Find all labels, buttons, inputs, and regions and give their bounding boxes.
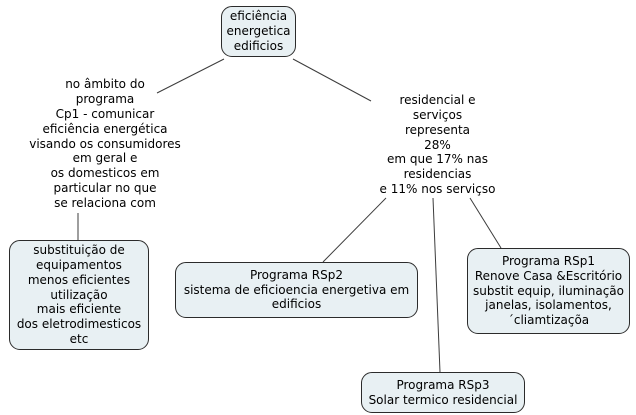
node-substituicao-de-equipamentos[interactable]: substituição de equipamentos menos efici… [9,240,149,350]
node-programa-rsp2[interactable]: Programa RSp2 sistema de eficioencia ene… [175,262,418,318]
linking-phrase-residencial-e-servicos[interactable]: residencial e serviços representa 28% em… [379,93,496,196]
connector-right-link-to-rsp3 [432,197,441,373]
connector-right-link-to-rsp2 [322,197,387,263]
connector-right-link-to-rsp1 [469,197,502,249]
linking-phrase-no-ambito-do-programa[interactable]: no âmbito do programa Cp1 - comunicar ef… [29,77,181,210]
node-programa-rsp3[interactable]: Programa RSp3 Solar termico residencial [361,372,525,413]
node-programa-rsp1[interactable]: Programa RSp1 Renove Casa &Escritório su… [467,248,630,334]
node-eficiencia-energetica-edificios[interactable]: eficiência energetica edificios [221,6,296,57]
